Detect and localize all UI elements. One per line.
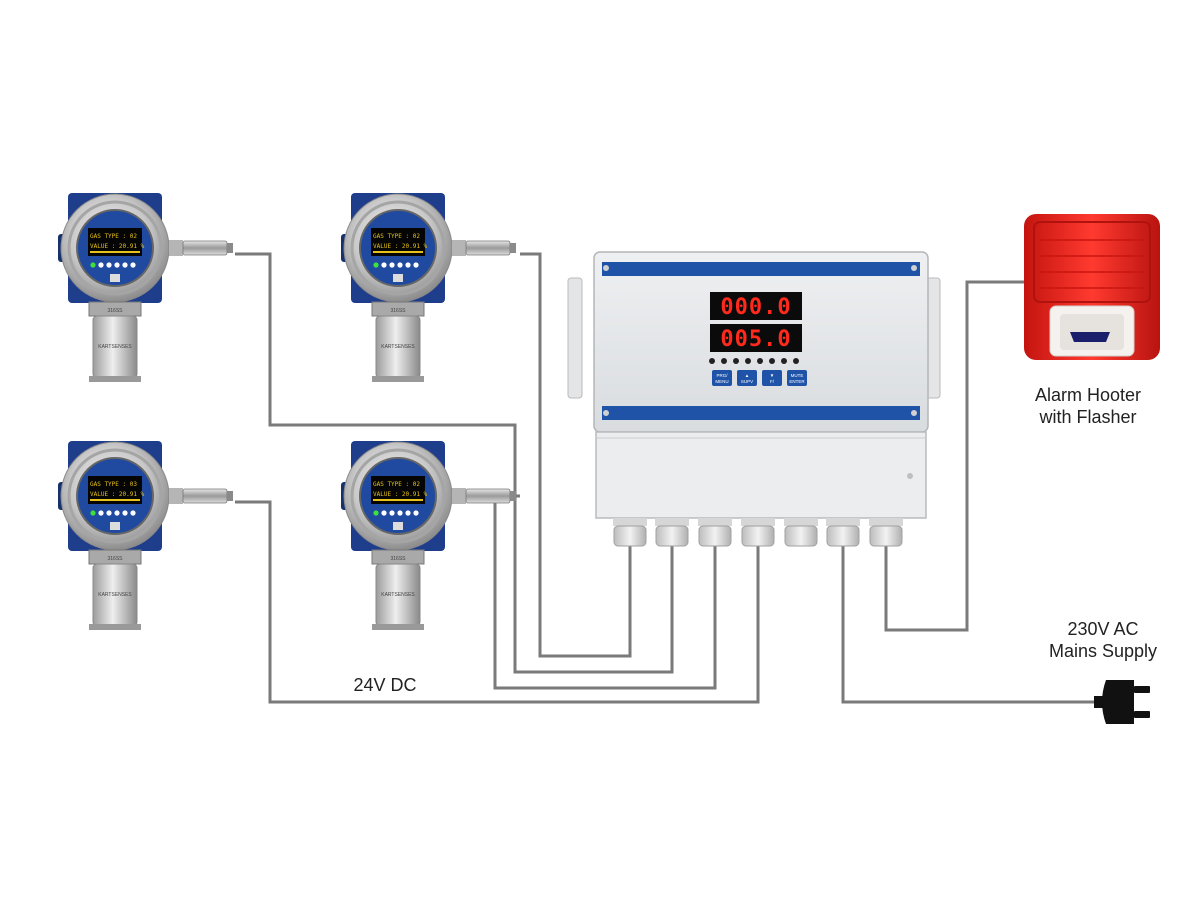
alarm-hooter-label: Alarm Hooter with Flasher bbox=[1018, 384, 1158, 428]
svg-text:F/: F/ bbox=[770, 379, 775, 384]
wire-detector-1 bbox=[235, 252, 674, 674]
wire-alarm bbox=[884, 280, 1025, 632]
up-supv-button[interactable]: ▲ SUPV bbox=[737, 370, 757, 386]
detector-3-model: 316SS bbox=[107, 556, 123, 562]
wire-detector-3 bbox=[235, 500, 760, 704]
display-bottom: 005.0 bbox=[720, 327, 791, 352]
detector-4-brand: KARTSENSES bbox=[381, 592, 415, 598]
gas-detector-3: GAS TYPE : 03 VALUE : 20.91 % 316SS KART… bbox=[56, 439, 235, 632]
detector-4-model: 316SS bbox=[390, 556, 406, 562]
control-panel: 000.0 005.0 PRG/ MENU ▲ SUPV ▼ F/ MUTE E bbox=[567, 251, 941, 547]
detector-1-brand: KARTSENSES bbox=[98, 344, 132, 350]
detector-1-model: 316SS bbox=[107, 308, 123, 314]
svg-text:MUTE: MUTE bbox=[791, 373, 804, 378]
wire-mains bbox=[841, 546, 1098, 704]
alarm-hooter-with-flasher bbox=[1024, 214, 1160, 360]
svg-text:PRG/: PRG/ bbox=[716, 373, 728, 378]
detector-4-value: VALUE : 20.91 % bbox=[373, 491, 428, 498]
detector-3-brand: KARTSENSES bbox=[98, 592, 132, 598]
mains-supply-label: 230V AC Mains Supply bbox=[1028, 618, 1178, 662]
detector-3-value: VALUE : 20.91 % bbox=[90, 491, 145, 498]
alarm-label-line-2: with Flasher bbox=[1039, 407, 1137, 427]
detector-2-gas-type: GAS TYPE : 02 bbox=[373, 233, 420, 240]
status-leds bbox=[709, 358, 799, 364]
detector-4-gas-type: GAS TYPE : 02 bbox=[373, 481, 420, 488]
mains-label-line-2: Mains Supply bbox=[1048, 641, 1158, 661]
detector-2-value: VALUE : 20.91 % bbox=[373, 243, 428, 250]
cable-glands bbox=[613, 518, 903, 547]
svg-text:▼: ▼ bbox=[770, 373, 774, 378]
detector-1-gas-type: GAS TYPE : 02 bbox=[90, 233, 137, 240]
detector-1-value: VALUE : 20.91 % bbox=[90, 243, 145, 250]
mute-enter-button[interactable]: MUTE ENTER bbox=[787, 370, 807, 386]
mains-plug-icon bbox=[1094, 680, 1150, 724]
alarm-label-line-1: Alarm Hooter bbox=[1034, 385, 1142, 405]
svg-text:SUPV: SUPV bbox=[741, 379, 753, 384]
wire-detector-2 bbox=[520, 252, 632, 658]
mains-label-line-1: 230V AC bbox=[1067, 619, 1139, 639]
gas-detector-1: GAS TYPE : 02 VALUE : 20.91 % 316SS KART… bbox=[56, 191, 235, 384]
svg-text:ENTER: ENTER bbox=[789, 379, 805, 384]
detector-3-gas-type: GAS TYPE : 03 bbox=[90, 481, 137, 488]
detector-2-model: 316SS bbox=[390, 308, 406, 314]
prg-menu-button[interactable]: PRG/ MENU bbox=[712, 370, 732, 386]
svg-text:MENU: MENU bbox=[715, 379, 728, 384]
svg-text:▲: ▲ bbox=[745, 373, 749, 378]
gas-detector-2: GAS TYPE : 02 VALUE : 20.91 % 316SS KART… bbox=[339, 191, 518, 384]
gas-detector-4: GAS TYPE : 02 VALUE : 20.91 % 316SS KART… bbox=[339, 439, 518, 632]
down-f-button[interactable]: ▼ F/ bbox=[762, 370, 782, 386]
dc-supply-label: 24V DC bbox=[353, 675, 417, 695]
detector-2-brand: KARTSENSES bbox=[381, 344, 415, 350]
display-top: 000.0 bbox=[720, 295, 791, 320]
